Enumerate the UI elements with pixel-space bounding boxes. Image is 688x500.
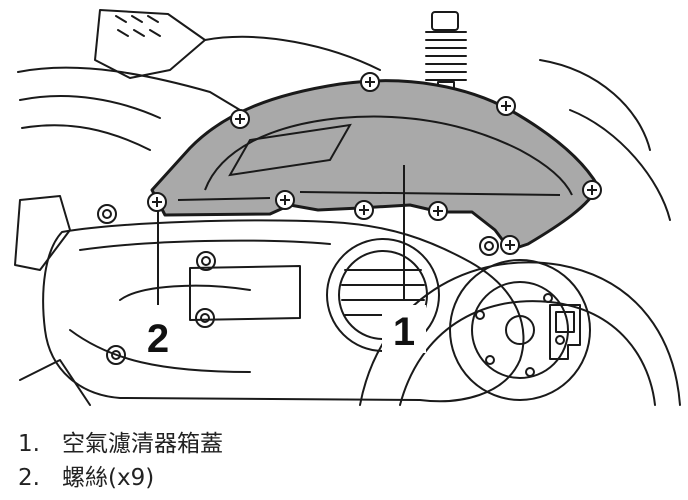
callout-1: 1 <box>393 310 415 354</box>
lower-bracket <box>14 195 91 406</box>
screw-icon <box>360 72 380 92</box>
parts-legend: 1. 空氣濾清器箱蓋 2. 螺絲(x9) <box>18 424 678 492</box>
screw-icon <box>496 96 516 116</box>
air-filter-case-illustration: 1 2 <box>14 9 681 406</box>
transmission-case <box>42 219 525 403</box>
screw-icon <box>500 235 520 255</box>
screw-icon <box>428 201 448 221</box>
cover-recess <box>228 123 352 177</box>
screw-icon <box>147 192 167 212</box>
upper-body-panel <box>94 9 206 79</box>
cover-screws <box>147 72 602 255</box>
legend-text: 螺絲(x9) <box>62 465 155 491</box>
legend-item: 1. 空氣濾清器箱蓋 <box>18 424 678 458</box>
case-window <box>189 265 301 321</box>
brake-caliper <box>549 304 581 360</box>
screw-icon <box>582 180 602 200</box>
rear-fender-outline <box>204 35 671 221</box>
legend-item: 2. 螺絲(x9) <box>18 458 678 492</box>
grip-pattern <box>115 15 161 37</box>
screw-icon <box>354 200 374 220</box>
case-rib <box>69 239 331 373</box>
rear-shock-spring <box>425 11 467 93</box>
screw-icon <box>230 109 250 129</box>
legend-number: 2. <box>18 465 40 491</box>
rear-wheel <box>359 259 681 406</box>
air-filter-case-cover <box>150 79 600 252</box>
screw-icon <box>275 190 295 210</box>
legend-text: 空氣濾清器箱蓋 <box>62 431 223 457</box>
legend-number: 1. <box>18 431 40 457</box>
case-bolts <box>97 204 499 365</box>
frame-tube <box>17 66 241 151</box>
callout-2: 2 <box>147 317 169 361</box>
